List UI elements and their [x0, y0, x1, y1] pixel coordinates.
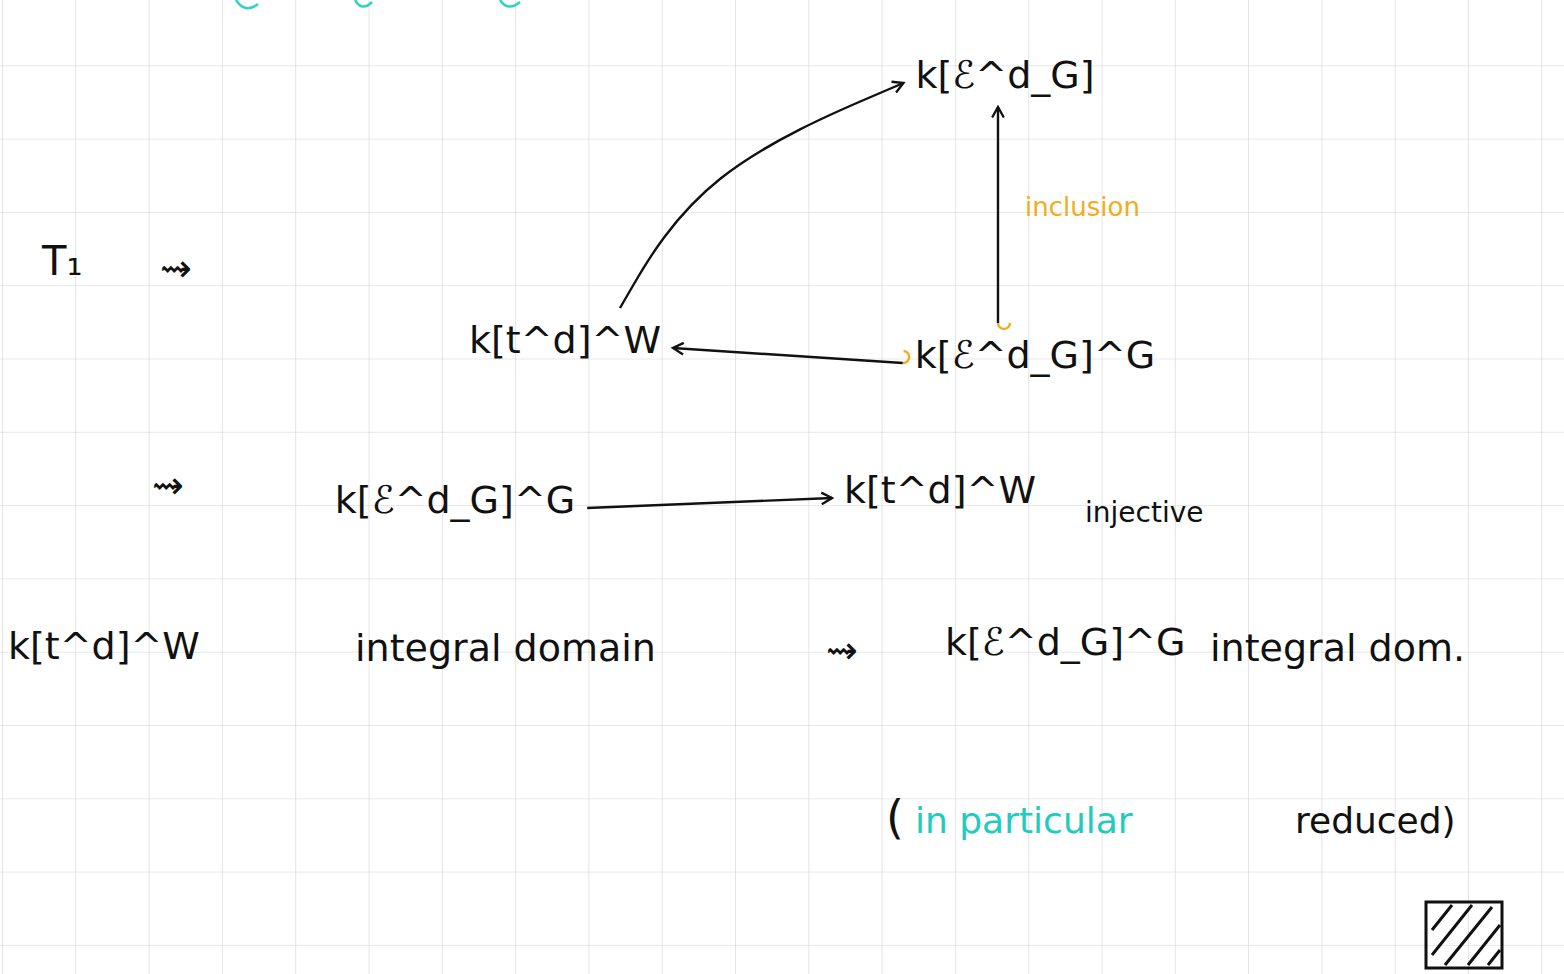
math-object: k[ℰ^d_G]^G [331, 476, 579, 524]
math-expression: k[ℰ^d_G]^G [335, 478, 575, 522]
math-object: k[t^d]^W [840, 466, 1040, 514]
note: reduced) [1295, 800, 1456, 841]
math-term: k[ℰ^d_G]^G [945, 620, 1185, 664]
leads-to-symbol: ⇝ [152, 463, 184, 507]
edge-label: inclusion [1025, 192, 1140, 222]
morphism-name: T₁ [42, 238, 82, 284]
arrow [620, 83, 903, 308]
note: integral dom. [1210, 626, 1465, 670]
math-object: k[t^d]^W [465, 316, 665, 364]
qed-box [1426, 902, 1502, 968]
hook [903, 351, 909, 363]
math-object: k[ℰ^d_G] [911, 51, 1098, 99]
arrow [673, 348, 903, 363]
math-expression: k[ℰ^d_G] [915, 53, 1094, 97]
leads-to-symbol: ⇝ [826, 628, 858, 672]
note: integral domain [355, 626, 656, 670]
arrow [997, 107, 999, 323]
arrow [587, 498, 832, 508]
math-expression: k[t^d]^W [844, 468, 1036, 512]
cut-off-scribble [236, 0, 520, 8]
math-object: k[ℰ^d_G]^G [911, 331, 1159, 379]
note: injective [1085, 496, 1203, 529]
math-term: k[t^d]^W [8, 624, 200, 668]
hook [998, 323, 1010, 329]
leads-to-symbol: ⇝ [160, 246, 192, 290]
note: in particular [915, 800, 1133, 841]
math-expression: k[ℰ^d_G]^G [915, 333, 1155, 377]
math-expression: k[t^d]^W [469, 318, 661, 362]
bracket: ( [886, 790, 904, 844]
